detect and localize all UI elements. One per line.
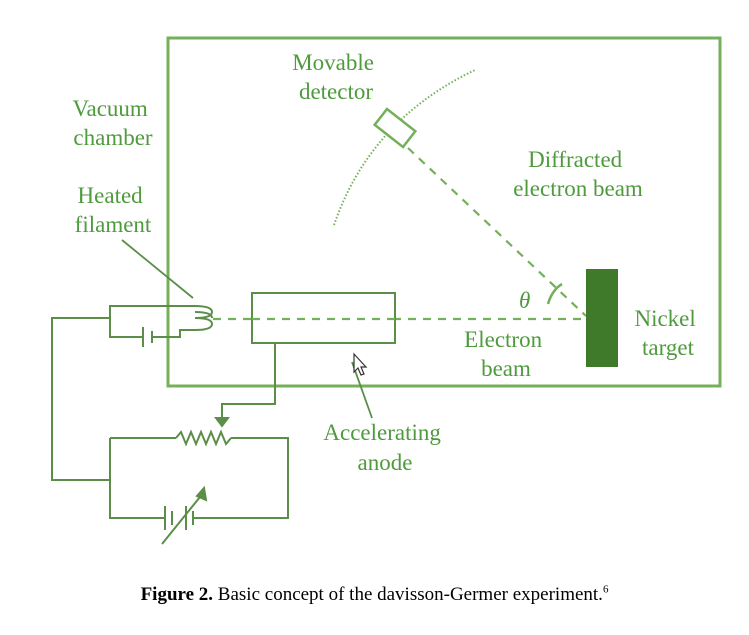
anode-circuit — [109, 343, 289, 545]
caption-label: Figure 2. — [140, 584, 214, 605]
diffracted-beam-line — [407, 147, 587, 317]
movable-detector — [372, 107, 418, 149]
label-vacuum-chamber: Vacuum chamber — [72, 96, 153, 150]
heated-filament-coil — [194, 305, 214, 331]
theta-arc — [546, 282, 563, 305]
nickel-target — [586, 269, 618, 367]
figure-caption: Figure 2. Basic concept of the davisson-… — [0, 584, 749, 606]
label-accelerating-anode: Accelerating anode — [323, 420, 446, 475]
label-diffracted-electron-beam: Diffracted electron beam — [513, 147, 643, 201]
mouse-pointer-icon — [353, 352, 368, 376]
label-theta: θ — [519, 288, 530, 313]
filament-pointer — [121, 239, 194, 299]
label-heated-filament: Heated filament — [75, 183, 152, 237]
caption-text: Basic concept of the davisson-Germer exp… — [213, 584, 603, 605]
label-nickel-target: Nickel target — [634, 306, 701, 360]
filament-circuit — [51, 305, 195, 481]
vacuum-chamber-frame — [166, 36, 722, 388]
label-electron-beam: Electron beam — [464, 327, 548, 381]
caption-reference: 6 — [602, 583, 609, 596]
label-movable-detector: Movable detector — [292, 50, 380, 104]
